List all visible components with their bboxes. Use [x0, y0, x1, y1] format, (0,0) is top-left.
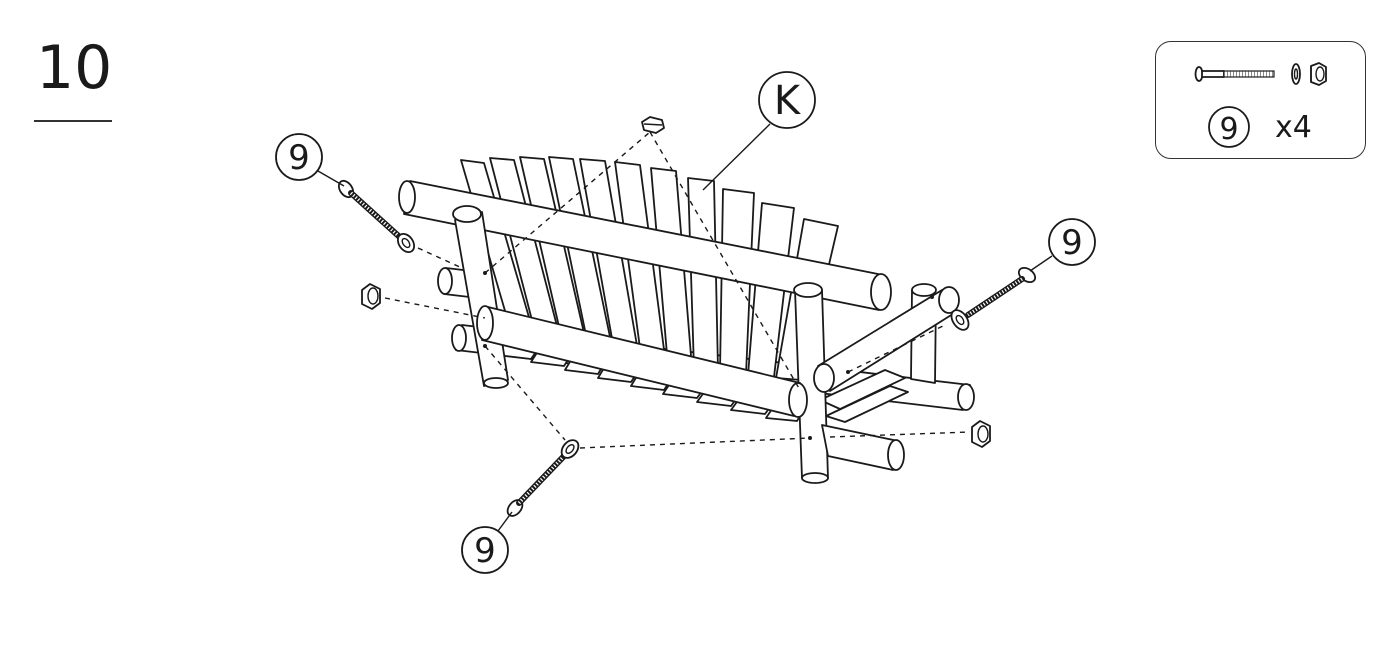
callout-9-right: 9 — [1029, 218, 1096, 272]
callout-9-bottom: 9 — [461, 511, 513, 574]
bolt-right — [965, 266, 1037, 318]
nut-left — [361, 283, 381, 310]
parts-box — [1155, 41, 1366, 159]
step-number: 10 — [36, 33, 113, 103]
step-underline — [34, 120, 112, 122]
bench-assembly — [398, 156, 975, 484]
bolt-bottom-left — [506, 451, 569, 517]
svg-text:9: 9 — [474, 531, 496, 571]
svg-text:9: 9 — [288, 138, 310, 178]
callout-k: K — [702, 71, 816, 191]
parts-box-bolt-icon — [1194, 66, 1275, 82]
nut-right — [971, 420, 991, 448]
right-front-post — [793, 282, 829, 484]
svg-text:K: K — [774, 78, 802, 124]
front-lower-log — [821, 424, 905, 471]
alignment-lines — [384, 131, 971, 449]
washer-top-left — [396, 232, 416, 254]
washer-right — [950, 309, 970, 331]
parts-box-quantity: x4 — [1275, 110, 1312, 145]
svg-text:9: 9 — [1061, 223, 1083, 263]
callout-9-top-left: 9 — [275, 133, 345, 187]
svg-text:9: 9 — [1219, 112, 1238, 147]
parts-box-callout: 9 — [1208, 106, 1250, 148]
front-seat-rail — [476, 305, 808, 418]
parts-box-nut-icon — [1310, 62, 1327, 86]
parts-box-washer-icon — [1291, 63, 1301, 85]
top-back-rail — [398, 180, 892, 311]
nut-top — [641, 116, 665, 134]
washer-bottom-left — [560, 439, 580, 459]
bolt-top-left — [337, 179, 406, 243]
